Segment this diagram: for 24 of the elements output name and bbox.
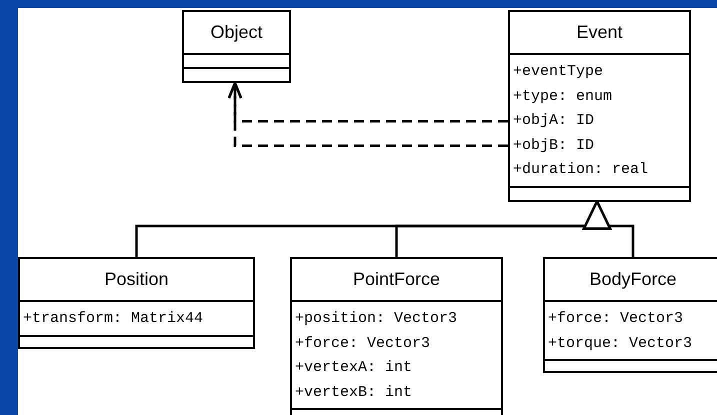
attribute-text: +force: Vector3 [295, 334, 430, 354]
attribute-text: +position: Vector3 [295, 309, 458, 329]
class-name: Event [576, 22, 623, 43]
inheritance-arrow [582, 200, 634, 257]
attribute-text: +objA: ID [513, 111, 594, 131]
dependency-arrow [228, 82, 508, 147]
class-name: BodyForce [589, 269, 677, 290]
attribute-text: +vertexA: int [295, 358, 412, 378]
class-name: Object [210, 22, 263, 43]
attribute-text: +force: Vector3 [548, 309, 684, 329]
class-box [508, 10, 691, 202]
class-box [18, 257, 255, 348]
attribute-text: +duration: real [513, 160, 648, 180]
class-box [182, 10, 291, 83]
attribute-text: +vertexB: int [295, 382, 412, 402]
class-box [543, 257, 717, 373]
attribute-text: +eventType [513, 62, 604, 82]
class-name: PointForce [352, 269, 440, 290]
attribute-text: +torque: Vector3 [548, 334, 692, 354]
class-name: Position [104, 269, 169, 290]
attribute-text: +transform: Matrix44 [23, 309, 204, 329]
class-box [290, 257, 503, 415]
attribute-text: +objB: ID [513, 136, 594, 156]
attribute-text: +type: enum [513, 86, 612, 106]
